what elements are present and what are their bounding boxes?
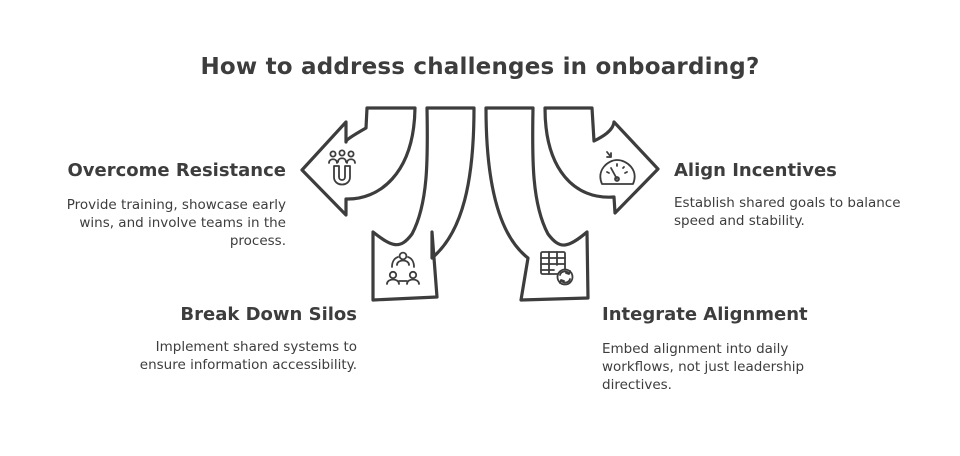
integrate-alignment-heading: Integrate Alignment (602, 304, 808, 325)
overcome-resistance-heading: Overcome Resistance (67, 160, 287, 181)
align-incentives-description: Establish shared goals to balance speed … (674, 194, 944, 230)
arrow-break-down-silos (371, 106, 476, 302)
integrate-alignment-line-1: Embed alignment into daily (602, 341, 789, 357)
team-magnet-icon (328, 149, 356, 186)
break-down-silos-heading: Break Down Silos (180, 304, 357, 325)
overcome-resistance-line-2: wins, and involve teams in the (79, 215, 286, 231)
break-down-silos-line-1: Implement shared systems to (155, 339, 357, 355)
connected-people-icon (386, 251, 420, 285)
overcome-resistance-line-1: Provide training, showcase early (66, 197, 286, 213)
integrate-alignment-line-2: workflows, not just leadership (602, 359, 805, 375)
integrate-alignment-line-3: directives. (602, 377, 672, 393)
overcome-resistance-description: Provide training, showcase early wins, a… (26, 196, 286, 250)
align-incentives-line-1: Establish shared goals to balance (674, 195, 901, 211)
gauge-icon (599, 151, 636, 185)
integrate-alignment-description: Embed alignment into daily workflows, no… (602, 340, 862, 394)
break-down-silos-description: Implement shared systems to ensure infor… (97, 338, 357, 374)
overcome-resistance-line-3: process. (229, 233, 286, 249)
table-sync-icon (540, 251, 574, 286)
diagram-title: How to address challenges in onboarding? (200, 54, 760, 80)
arrow-align-incentives (543, 106, 660, 215)
align-incentives-line-2: speed and stability. (674, 213, 805, 229)
break-down-silos-line-2: ensure information accessibility. (139, 357, 357, 373)
align-incentives-heading: Align Incentives (674, 160, 837, 181)
arrow-overcome-resistance (300, 106, 417, 217)
